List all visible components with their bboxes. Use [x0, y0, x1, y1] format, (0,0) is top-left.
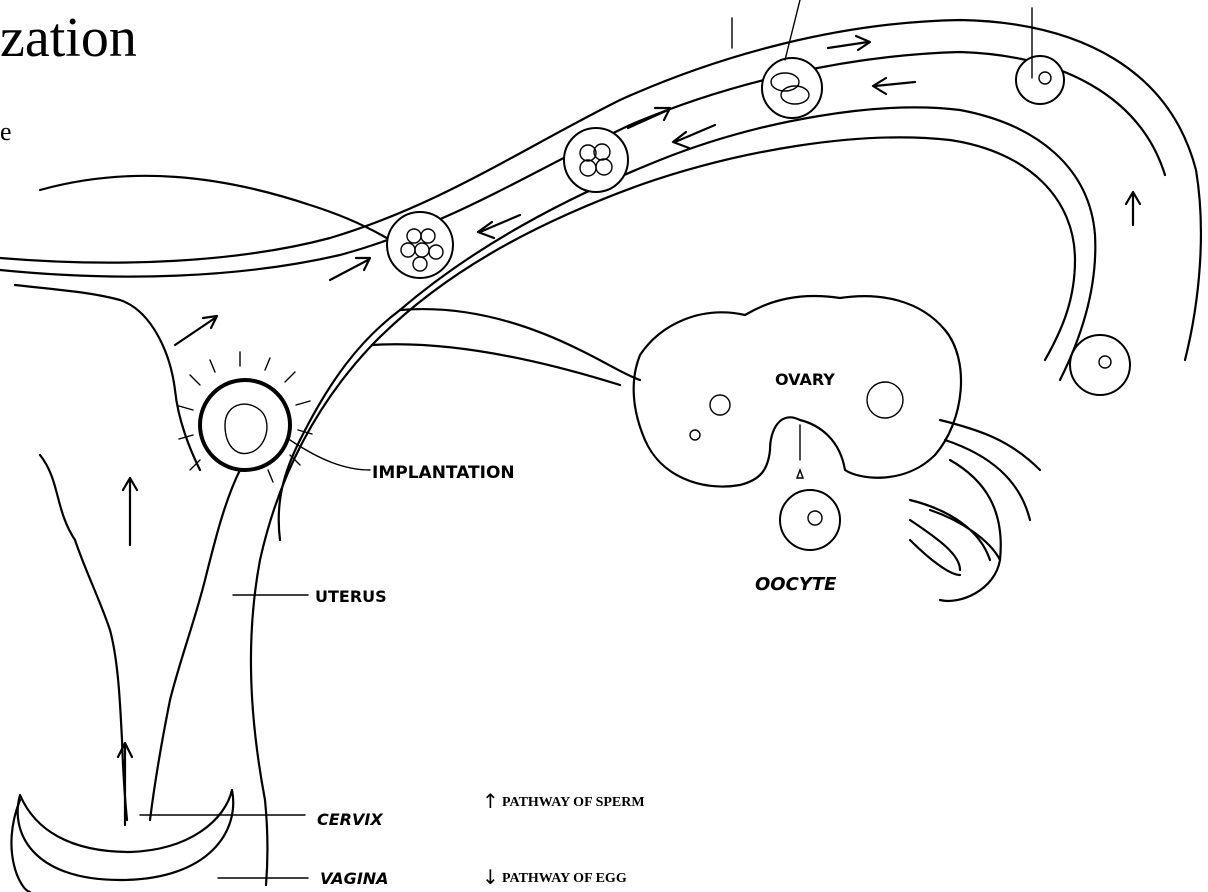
egg-arrow-tube-3: [873, 78, 915, 94]
sperm-arrow-uterus: [123, 478, 137, 545]
legend-egg-label: PATHWAY OF EGG: [502, 871, 627, 886]
sperm-arrow-tube-1: [175, 316, 217, 345]
fimbriae: [910, 420, 1040, 601]
slide-title: zation: [0, 7, 137, 69]
ovary-follicle-small: [710, 395, 730, 415]
egg-arrow-tube-1: [478, 215, 520, 238]
oocyte-cell: [780, 490, 840, 550]
sperm-arrow-tube-4: [828, 36, 870, 50]
uterine-cavity-left-wall: [15, 285, 200, 470]
vagina-label: VAGINA: [320, 869, 389, 888]
legend-egg-arrow: ↓: [482, 865, 499, 889]
tube-cell-morula: [387, 212, 453, 278]
egg-arrow-tube-2: [673, 125, 715, 148]
uterus-left-wavy-wall: [40, 455, 127, 820]
fallopian-tube-lower-wall: [400, 107, 1095, 380]
ovary-label: OVARY: [775, 370, 835, 389]
fallopian-tube-inner-lower-wall: [372, 137, 1075, 360]
tube-cell-oocyte-1: [1016, 56, 1064, 104]
cervix-label: CERVIX: [317, 810, 383, 829]
sperm-arrow-tube-3: [628, 108, 670, 128]
ovary-outline: [634, 296, 961, 487]
ovary-follicle-tiny: [690, 430, 700, 440]
sperm-arrow-cervix: [118, 743, 132, 825]
implantation-label: IMPLANTATION: [372, 463, 515, 483]
vagina-wall: [11, 800, 30, 892]
legend-sperm-arrow: ↑: [482, 789, 499, 813]
broad-ligament-curve: [40, 176, 390, 240]
sperm-arrow-tube-2: [330, 258, 370, 280]
ovulation-arrow: [797, 425, 803, 478]
ovary-follicle-large: [867, 382, 903, 418]
slide-text-fragment: e: [0, 117, 12, 146]
oocyte-label: OOCYTE: [755, 574, 837, 595]
tube-cell-two-cell: [762, 58, 822, 118]
uterus-right-wavy-wall: [150, 470, 240, 820]
uterus-label: UTERUS: [315, 587, 387, 606]
ovary-ligament: [400, 309, 640, 380]
tube-cell-four-cell: [564, 128, 628, 192]
tube-cell-oocyte-2: [1070, 335, 1130, 395]
sperm-arrow-ampulla: [1126, 192, 1140, 225]
legend-sperm-label: PATHWAY OF SPERM: [502, 795, 645, 810]
